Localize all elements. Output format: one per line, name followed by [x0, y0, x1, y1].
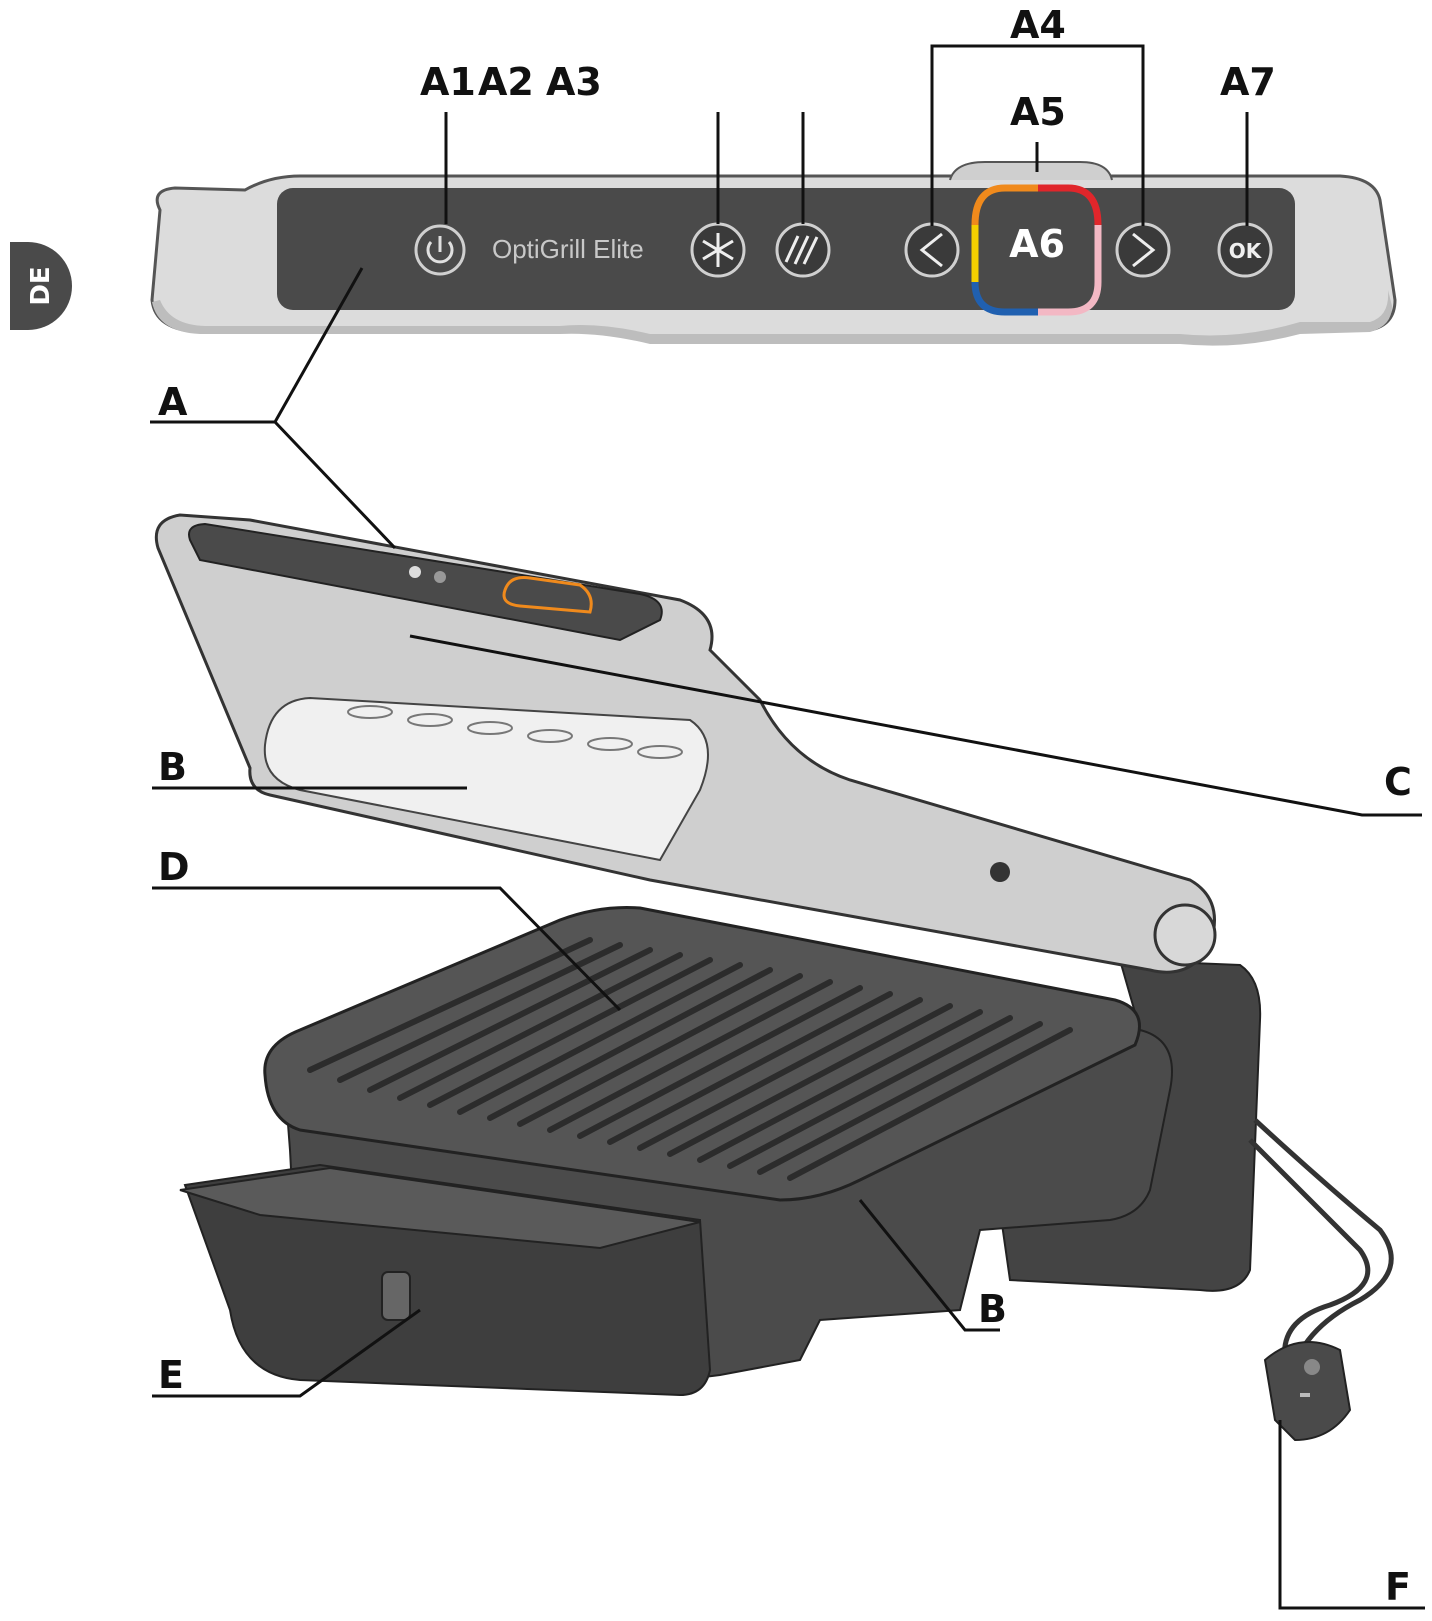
label-e: E: [158, 1353, 184, 1397]
left-arrow-button[interactable]: [904, 222, 960, 278]
label-c: C: [1384, 760, 1412, 804]
label-a: A: [158, 380, 188, 424]
leader-lines: [150, 44, 1425, 1610]
power-icon: [426, 241, 454, 264]
power-plug: [1263, 1341, 1352, 1442]
chevron-right-icon: [1132, 232, 1156, 268]
power-cord: [1248, 1118, 1394, 1381]
control-panel-closeup: OptiGrill Elite: [150, 161, 1397, 346]
snowflake-icon: [702, 233, 734, 267]
label-b-top: B: [158, 745, 187, 789]
manual-mode-button[interactable]: [775, 222, 831, 278]
grill-illustration: [154, 513, 1394, 1442]
label-a5: A5: [1010, 90, 1066, 134]
grill-lines-icon: [784, 235, 819, 265]
label-b-bottom: B: [978, 1287, 1007, 1331]
label-a7: A7: [1220, 60, 1276, 104]
frozen-button[interactable]: [690, 222, 746, 278]
label-a1: A1: [420, 60, 476, 104]
label-a3: A3: [546, 60, 602, 104]
label-a4: A4: [1010, 3, 1066, 47]
hinge-knob: [1153, 903, 1217, 967]
chevron-left-icon: [919, 232, 943, 268]
grill-ridges: [307, 937, 1073, 1181]
right-arrow-button[interactable]: [1115, 222, 1171, 278]
panel-brand-text: OptiGrill Elite: [492, 234, 644, 264]
label-f: F: [1385, 1565, 1411, 1609]
panel-housing-shade: [152, 290, 1392, 346]
label-d: D: [158, 845, 190, 889]
ok-button[interactable]: OK: [1217, 222, 1273, 278]
power-button[interactable]: [414, 224, 466, 276]
program-display-label: A6: [1009, 222, 1065, 266]
label-a2: A2: [478, 60, 534, 104]
upper-plate-slots: [347, 705, 683, 759]
program-indicator-ring: [971, 184, 1102, 316]
callout-labels: A1 A2 A3 A4 A5 A7 A B C D B E F: [158, 3, 1412, 1609]
lid-control-strip: [188, 522, 663, 642]
lower-grill-plate: [263, 906, 1141, 1202]
ok-button-label: OK: [1229, 239, 1263, 263]
